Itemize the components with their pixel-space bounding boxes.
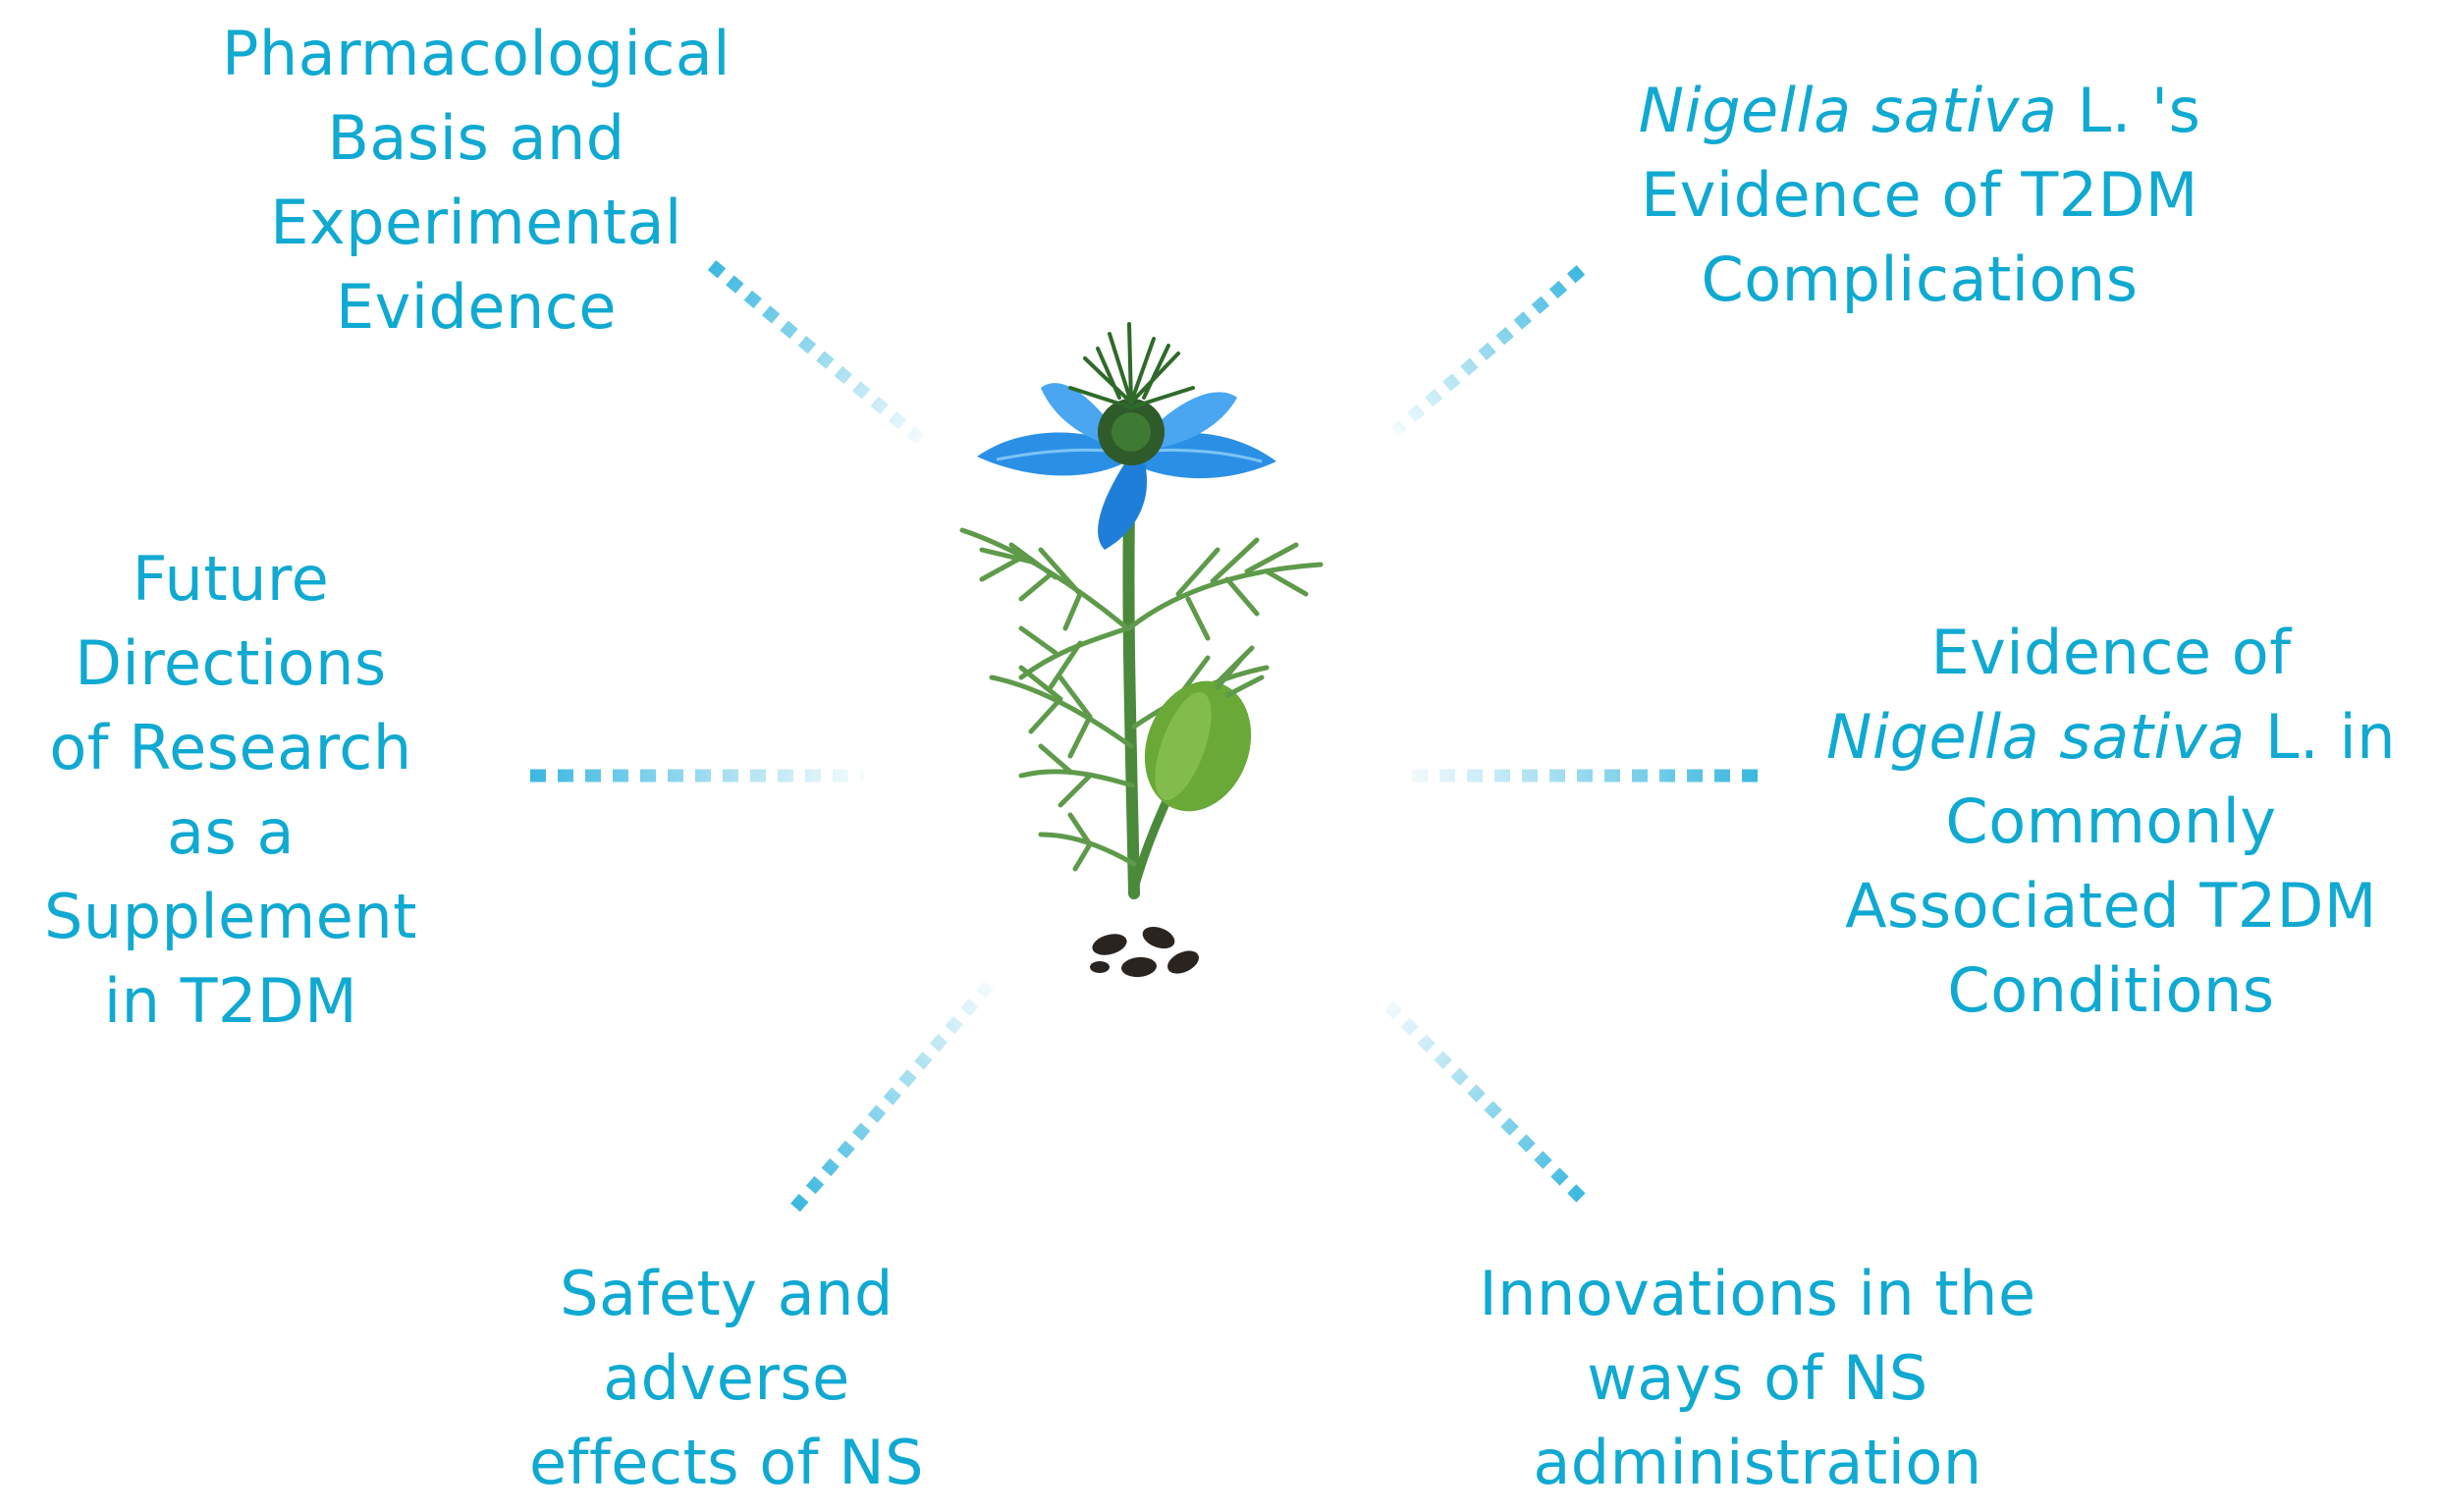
topic-line: adverse xyxy=(603,1342,850,1414)
topic-administration-innovations: Innovations in the ways of NS administra… xyxy=(1414,1252,2101,1505)
topic-line: effects of NS xyxy=(528,1427,925,1498)
topic-text: L. 's xyxy=(2057,75,2201,146)
topic-text: L. in xyxy=(2245,701,2396,773)
topic-line: Conditions xyxy=(1947,954,2275,1026)
topic-line: Evidence xyxy=(335,271,618,343)
seeds xyxy=(1090,926,1199,978)
topic-future-directions: Future Directions of Research as a Suppl… xyxy=(0,537,461,1044)
plant-leaves xyxy=(959,527,1324,872)
topic-line: Experimental xyxy=(270,187,682,258)
topic-line: Associated T2DM xyxy=(1845,870,2377,942)
topic-line: as a xyxy=(167,796,295,868)
topic-line: Commonly xyxy=(1945,785,2277,857)
topic-line: ways of NS xyxy=(1587,1342,1928,1414)
species-name: Nigella sativa xyxy=(1826,701,2246,773)
connector-bottom-left xyxy=(790,977,997,1213)
topic-line: Nigella sativa L. 's xyxy=(1576,69,2263,153)
topic-line: Safety and xyxy=(560,1258,894,1329)
topic-line: Supplement xyxy=(44,881,417,952)
topic-line: Directions xyxy=(75,627,387,699)
species-name: Nigella sativa xyxy=(1638,75,2058,146)
seed-pod xyxy=(1144,655,1265,812)
topic-line: administration xyxy=(1533,1427,1982,1498)
topic-line: Complications xyxy=(1701,243,2139,315)
topic-t2dm-complications: Nigella sativa L. 's Evidence of T2DM Co… xyxy=(1576,69,2263,322)
flower xyxy=(977,322,1276,550)
topic-line: in T2DM xyxy=(103,965,358,1037)
connector-top-right xyxy=(1389,265,1586,437)
topic-associated-conditions: Evidence of Nigella sativa L. in Commonl… xyxy=(1782,611,2440,1033)
topic-line: Innovations in the xyxy=(1479,1258,2036,1329)
topic-line: of Research xyxy=(49,712,412,783)
topic-line: Basis and xyxy=(327,102,625,174)
topic-line: Evidence of xyxy=(1930,617,2292,688)
topic-line: Pharmacological xyxy=(221,18,732,89)
topic-pharmacological-basis: Pharmacological Basis and Experimental E… xyxy=(167,12,786,350)
topic-line: Future xyxy=(132,543,330,615)
topic-safety-adverse-effects: Safety and adverse effects of NS xyxy=(481,1252,972,1505)
topic-line: Evidence of T2DM xyxy=(1641,159,2198,231)
topic-line: Nigella sativa L. in xyxy=(1782,695,2440,780)
